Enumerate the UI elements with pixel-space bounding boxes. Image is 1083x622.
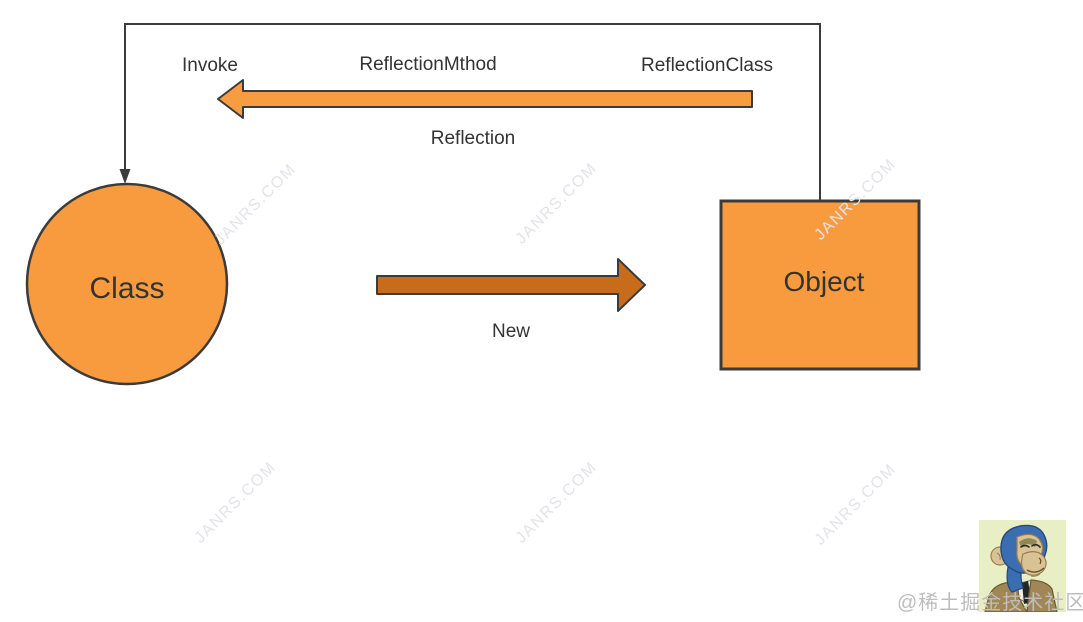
object-node-label: Object [783, 266, 865, 297]
reflection-method-label: ReflectionMthod [359, 54, 497, 75]
invoke-label: Invoke [182, 55, 238, 76]
class-node-circle[interactable] [25, 182, 229, 386]
new-edge-label: New [491, 321, 531, 342]
ape-avatar-image [979, 520, 1066, 612]
connector-arrowhead-icon [119, 169, 131, 184]
new-arrow-icon[interactable] [376, 258, 646, 312]
object-node-rect[interactable] [719, 199, 921, 371]
class-node-label: Class [89, 272, 165, 305]
reflection-arrow-icon[interactable] [217, 79, 753, 119]
frame-connector-line [124, 23, 821, 200]
credit-watermark-text: @稀土掘金技术社区 [897, 592, 1083, 614]
reflection-class-label: ReflectionClass [641, 55, 773, 76]
reflection-label: Reflection [430, 128, 516, 149]
